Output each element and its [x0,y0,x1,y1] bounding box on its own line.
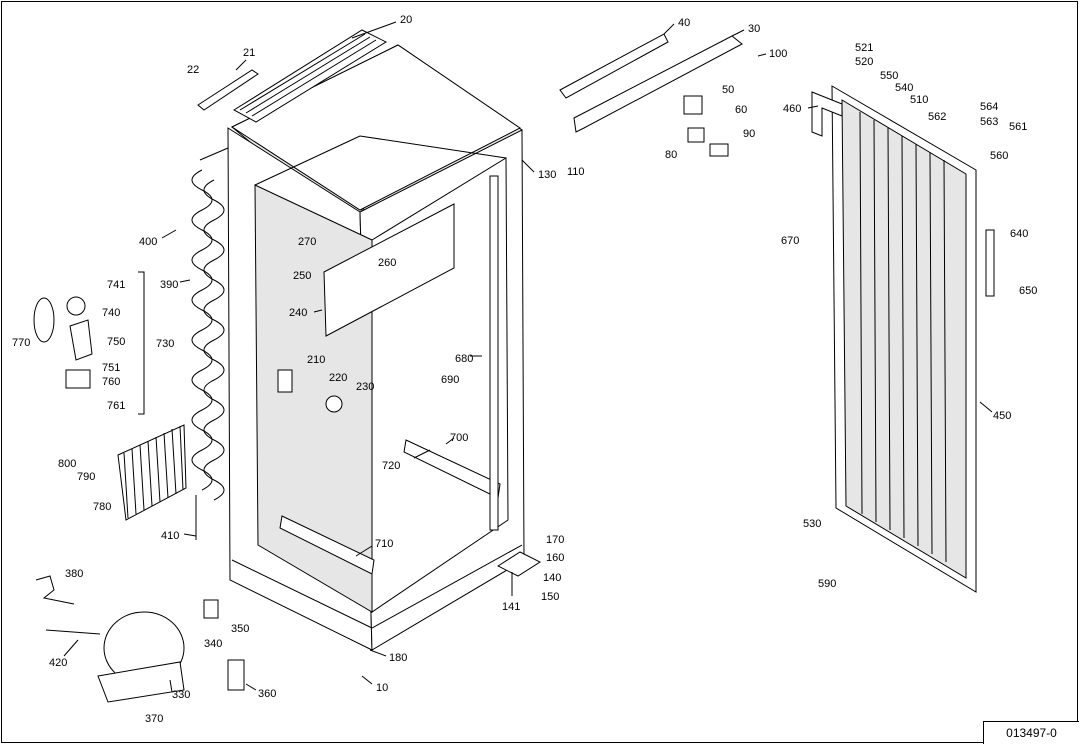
part-label-330: 330 [172,689,190,701]
rail-part [559,33,669,99]
part-label-150: 150 [541,591,559,603]
part-label-520: 520 [855,56,873,68]
part-label-240: 240 [289,307,307,319]
part-label-780: 780 [93,501,111,513]
part-label-460: 460 [783,103,801,115]
part-label-710: 710 [375,538,393,550]
part-label-790: 790 [77,471,95,483]
part-label-220: 220 [329,372,347,384]
part-label-562: 562 [928,111,946,123]
leader-lines [63,21,993,693]
part-label-250: 250 [293,270,311,282]
part-label-110: 110 [567,166,585,178]
part-label-650: 650 [1019,285,1037,297]
part-label-640: 640 [1010,228,1028,240]
part-label-210: 210 [307,354,325,366]
part-label-450: 450 [993,410,1011,422]
part-label-170: 170 [546,534,564,546]
part-label-720: 720 [382,460,400,472]
cover-part [709,143,729,157]
mounting-plate [323,203,455,337]
power-cord-part [35,575,75,605]
part-label-380: 380 [65,568,83,580]
part-label-410: 410 [161,530,179,542]
compressor-part [45,611,185,703]
part-label-761: 761 [107,400,125,412]
part-label-530: 530 [803,518,821,530]
part-label-400: 400 [139,236,157,248]
part-label-751: 751 [102,362,120,374]
part-label-670: 670 [781,235,799,247]
part-label-360: 360 [258,688,276,700]
shelf-ladder-strip [489,175,499,531]
part-label-21: 21 [243,47,255,59]
part-label-561: 561 [1009,121,1027,133]
part-label-270: 270 [298,236,316,248]
part-label-540: 540 [895,82,913,94]
condenser-coil-part [191,147,229,540]
part-label-680: 680 [455,353,473,365]
part-label-260: 260 [378,257,396,269]
part-label-740: 740 [102,307,120,319]
part-label-590: 590 [818,578,836,590]
relay-part [203,599,219,619]
part-label-10: 10 [376,682,388,694]
part-label-370: 370 [145,713,163,725]
bracket-part [197,69,259,111]
part-label-550: 550 [880,70,898,82]
bottom-hinge-part [496,551,542,577]
part-label-741: 741 [107,279,125,291]
part-label-30: 30 [748,23,760,35]
fan-motor-assembly [33,271,145,415]
part-label-20: 20 [400,14,412,26]
door-part [811,85,977,593]
lamp-part [683,95,703,115]
part-label-350: 350 [231,623,249,635]
knob-part [325,395,343,413]
part-label-560: 560 [990,150,1008,162]
thermostat-part [277,369,293,393]
cabinet-body [227,44,525,651]
part-label-50: 50 [722,84,734,96]
part-label-340: 340 [204,638,222,650]
hinge-part [985,229,995,297]
part-label-140: 140 [543,572,561,584]
part-label-90: 90 [743,128,755,140]
top-cover-part [233,29,388,123]
part-label-730: 730 [156,338,174,350]
part-label-800: 800 [58,458,76,470]
part-label-700: 700 [450,432,468,444]
part-number-labels: 20 21 22 40 30 100 50 60 90 80 110 130 5… [12,14,1037,725]
part-label-80: 80 [665,149,677,161]
part-label-750: 750 [107,336,125,348]
part-label-564: 564 [980,101,998,113]
shelf-support-lower [279,515,375,575]
light-housing-part [573,35,743,133]
part-label-521: 521 [855,42,873,54]
part-label-40: 40 [678,17,690,29]
part-label-760: 760 [102,376,120,388]
drier-part [227,659,245,691]
part-label-230: 230 [356,381,374,393]
part-label-510: 510 [910,94,928,106]
grille-part [117,424,187,521]
part-label-60: 60 [735,104,747,116]
part-label-22: 22 [187,64,199,76]
part-label-130: 130 [538,169,556,181]
part-label-141: 141 [502,601,520,613]
part-label-390: 390 [160,279,178,291]
part-label-690: 690 [441,374,459,386]
switch-part [687,127,705,143]
part-label-180: 180 [389,652,407,664]
part-label-100: 100 [769,48,787,60]
part-label-770: 770 [12,337,30,349]
part-label-160: 160 [546,552,564,564]
drawing-number: 013497-0 [983,721,1079,744]
part-label-563: 563 [980,116,998,128]
part-label-420: 420 [49,657,67,669]
